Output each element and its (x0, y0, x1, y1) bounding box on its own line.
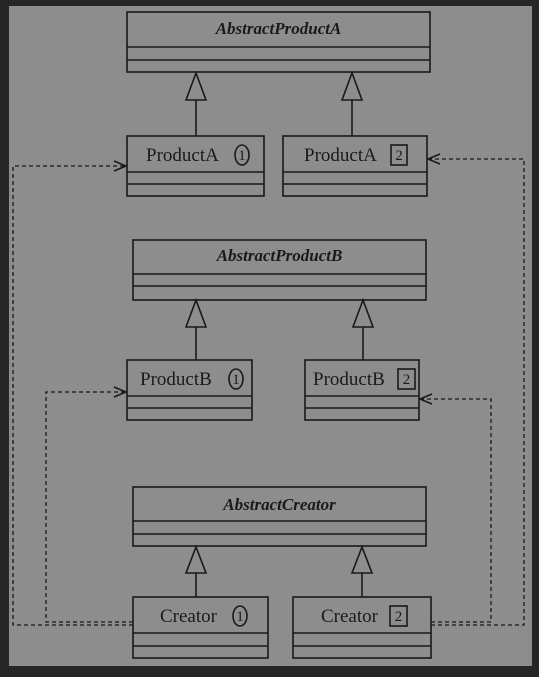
inheritance-arrowhead (340, 70, 364, 101)
inheritance-arrow-a2 (340, 70, 364, 136)
badge-number: 1 (232, 372, 240, 388)
square-badge (397, 368, 416, 390)
class-name: AbstractCreator (222, 495, 336, 514)
class-product-a2: ProductA 2 (282, 135, 428, 197)
class-name: ProductA (304, 145, 377, 166)
class-name: Creator (321, 606, 379, 627)
diagram-background (9, 6, 532, 666)
class-box (132, 596, 269, 659)
circle-badge (234, 144, 250, 166)
dependency-line (12, 165, 133, 626)
badge-number: 1 (236, 609, 244, 625)
class-name: ProductB (313, 369, 385, 390)
class-box (132, 239, 427, 301)
inheritance-arrowhead (184, 297, 208, 328)
class-name: ProductA (146, 145, 219, 166)
class-abstract-product-b: AbstractProductB (132, 239, 427, 301)
inheritance-arrow-creator1 (184, 544, 208, 597)
class-abstract-product-a: AbstractProductA (126, 11, 431, 73)
class-product-b1: ProductB 1 (126, 359, 253, 421)
dependency-line (429, 158, 525, 626)
inheritance-arrow-creator2 (350, 544, 374, 597)
class-abstract-creator: AbstractCreator (132, 486, 427, 547)
class-box (126, 359, 253, 421)
badge-number: 2 (395, 148, 403, 164)
inheritance-arrowhead (351, 297, 375, 328)
class-name: AbstractProductB (216, 246, 343, 265)
badge-number: 2 (395, 609, 403, 625)
dependency-arrowhead (425, 153, 441, 165)
dependency-creator1-to-product-a1 (12, 160, 133, 626)
dependency-arrowhead (113, 386, 129, 398)
badge-number: 1 (238, 148, 246, 164)
class-box (132, 486, 427, 547)
dependency-line (421, 398, 492, 623)
dependency-creator2-to-product-a2 (425, 153, 525, 626)
class-name: ProductB (140, 369, 212, 390)
square-badge (390, 144, 408, 166)
class-name: Creator (160, 606, 218, 627)
dependency-arrowhead (417, 393, 433, 405)
class-name: AbstractProductA (215, 19, 342, 38)
dependency-creator1-to-product-b1 (45, 386, 133, 623)
class-box (126, 11, 431, 73)
inheritance-arrowhead (184, 70, 208, 101)
square-badge (389, 605, 408, 627)
dependency-line (45, 391, 133, 623)
class-box (304, 359, 420, 421)
inheritance-arrowhead (184, 544, 208, 574)
inheritance-arrow-b2 (351, 297, 375, 360)
class-box (282, 135, 428, 197)
inheritance-arrow-a1 (184, 70, 208, 136)
badge-number: 2 (403, 372, 411, 388)
circle-badge (232, 605, 248, 627)
class-product-b2: ProductB 2 (304, 359, 420, 421)
dependency-creator2-to-product-b2 (417, 393, 492, 623)
inheritance-arrowhead (350, 544, 374, 574)
inheritance-arrow-b1 (184, 297, 208, 360)
dependency-arrowhead (113, 160, 129, 172)
class-creator1: Creator 1 (132, 596, 269, 659)
circle-badge (228, 368, 244, 390)
